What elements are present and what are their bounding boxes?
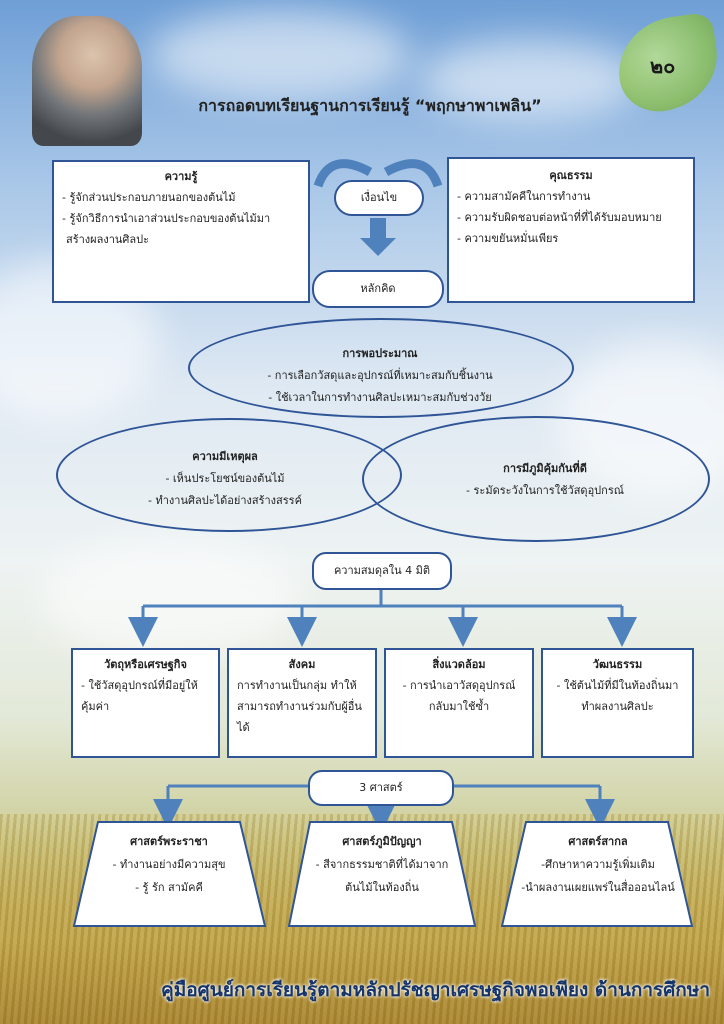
cloud (420, 40, 640, 120)
moderation-heading: การพอประมาณ (342, 347, 418, 360)
trapezoid-royal (72, 821, 267, 927)
dimension-line: กลับมาใช้ซ้ำ (428, 700, 490, 713)
footer-title: คู่มือศูนย์การเรียนรู้ตามหลักปรัชญาเศรษฐ… (161, 979, 710, 1001)
science-wisdom: ศาสตร์ภูมิปัญญา - สีจากธรรมชาติที่ได้มาจ… (296, 830, 468, 899)
reasonableness-heading: ความมีเหตุผล (192, 450, 258, 463)
science-universal: ศาสตร์สากล -ศึกษาหาความรู้เพิ่มเติม -นำผ… (510, 830, 686, 899)
immunity-text: การมีภูมิคุ้มกันที่ดี - ระมัดระวังในการใ… (410, 458, 680, 502)
reasonableness-item: - ทำงานศิลปะได้อย่างสร้างสรรค์ (148, 494, 302, 507)
reasonableness-text: ความมีเหตุผล - เห็นประโยชน์ของต้นไม้ - ท… (80, 446, 370, 512)
principle-pill: หลักคิด (312, 270, 444, 308)
curved-arrow-right (383, 159, 443, 188)
immunity-item: - ระมัดระวังในการใช้วัสดุอุปกรณ์ (466, 484, 624, 497)
dimension-line: ได้ (237, 721, 250, 734)
page-number: ๒๐ (650, 54, 676, 78)
virtue-heading: คุณธรรม (549, 169, 593, 182)
science-line: ต้นไม้ในท้องถิ่น (345, 881, 419, 894)
science-line: - ทำงานอย่างมีความสุข (112, 858, 226, 871)
dimension-line: คุ้มค่า (81, 700, 110, 713)
moderation-item: - ใช้เวลาในการทำงานศิลปะเหมาะสมกับช่วงวั… (268, 391, 492, 404)
knowledge-item: - รู้จักส่วนประกอบภายนอกของต้นไม้ (62, 191, 236, 204)
dimension-line: ทำผลงานศิลปะ (581, 700, 654, 713)
science-line: - รู้ รัก สามัคคี (135, 881, 203, 894)
knowledge-item: - รู้จักวิธีการนำเอาส่วนประกอบของต้นไม้ม… (62, 212, 271, 225)
science-line: -นำผลงานเผยแพร่ในสื่อออนไลน์ (521, 881, 675, 894)
virtue-item: - ความรับผิดชอบต่อหน้าที่ที่ได้รับมอบหมา… (457, 211, 662, 224)
dimension-heading: วัตถุหรือเศรษฐกิจ (104, 658, 187, 671)
reasonableness-item: - เห็นประโยชน์ของต้นไม้ (165, 472, 285, 485)
dimension-line: สามารถทำงานร่วมกับผู้อื่น (237, 700, 362, 713)
dimension-box-economy: วัตถุหรือเศรษฐกิจ - ใช้วัสดุอุปกรณ์ที่มี… (71, 648, 220, 758)
virtue-item: - ความขยันหมั่นเพียร (457, 232, 559, 245)
cloud (40, 540, 300, 660)
moderation-ellipse (188, 318, 574, 418)
immunity-ellipse (362, 416, 710, 542)
knowledge-box: ความรู้ - รู้จักส่วนประกอบภายนอกของต้นไม… (52, 160, 310, 303)
dimension-heading: วัฒนธรรม (592, 658, 643, 671)
virtue-item: - ความสามัคคีในการทำงาน (457, 190, 591, 203)
science-line: -ศึกษาหาความรู้เพิ่มเติม (541, 858, 655, 871)
science-heading: ศาสตร์พระราชา (130, 835, 208, 848)
balance-pill: ความสมดุลใน 4 มิติ (312, 552, 452, 590)
knowledge-heading: ความรู้ (164, 170, 198, 183)
science-heading: ศาสตร์สากล (568, 835, 628, 848)
dimension-box-environment: สิ่งแวดล้อม - การนำเอาวัสดุอุปกรณ์ กลับม… (384, 648, 534, 758)
dimension-line: - การนำเอาวัสดุอุปกรณ์ (402, 679, 516, 692)
science-line: - สีจากธรรมชาติที่ได้มาจาก (315, 858, 449, 871)
dimension-line: - ใช้ต้นไม้ที่มีในท้องถิ่นมา (556, 679, 679, 692)
moderation-text: การพอประมาณ - การเลือกวัสดุและอุปกรณ์ที่… (200, 343, 560, 409)
trapezoid-universal (500, 821, 694, 927)
curved-arrow-left (313, 159, 373, 188)
dimension-box-society: สังคม การทำงานเป็นกลุ่ม ทำให้ สามารถทำงา… (227, 648, 377, 758)
condition-pill: เงื่อนไข (334, 180, 424, 216)
science-heading: ศาสตร์ภูมิปัญญา (342, 835, 422, 848)
immunity-heading: การมีภูมิคุ้มกันที่ดี (503, 462, 587, 475)
dimension-heading: สิ่งแวดล้อม (432, 658, 486, 671)
page-title: การถอดบทเรียนฐานการเรียนรู้ “พฤกษาพาเพลิ… (198, 96, 542, 115)
science-royal: ศาสตร์พระราชา - ทำงานอย่างมีความสุข - รู… (84, 830, 254, 899)
dimension-line: การทำงานเป็นกลุ่ม ทำให้ (237, 679, 357, 692)
knowledge-item: สร้างผลงานศิลปะ (66, 233, 150, 246)
arrow-down-icon (360, 218, 396, 256)
dimension-line: - ใช้วัสดุอุปกรณ์ที่มีอยู่ให้ (81, 679, 198, 692)
dimension-heading: สังคม (288, 658, 316, 671)
sciences-pill: 3 ศาสตร์ (308, 770, 454, 806)
cloud (150, 10, 410, 100)
portrait-photo (32, 16, 142, 146)
dimension-box-culture: วัฒนธรรม - ใช้ต้นไม้ที่มีในท้องถิ่นมา ทำ… (541, 648, 694, 758)
moderation-item: - การเลือกวัสดุและอุปกรณ์ที่เหมาะสมกับชิ… (267, 369, 493, 382)
virtue-box: คุณธรรม - ความสามัคคีในการทำงาน - ความรั… (447, 157, 695, 303)
trapezoid-wisdom (287, 821, 477, 927)
